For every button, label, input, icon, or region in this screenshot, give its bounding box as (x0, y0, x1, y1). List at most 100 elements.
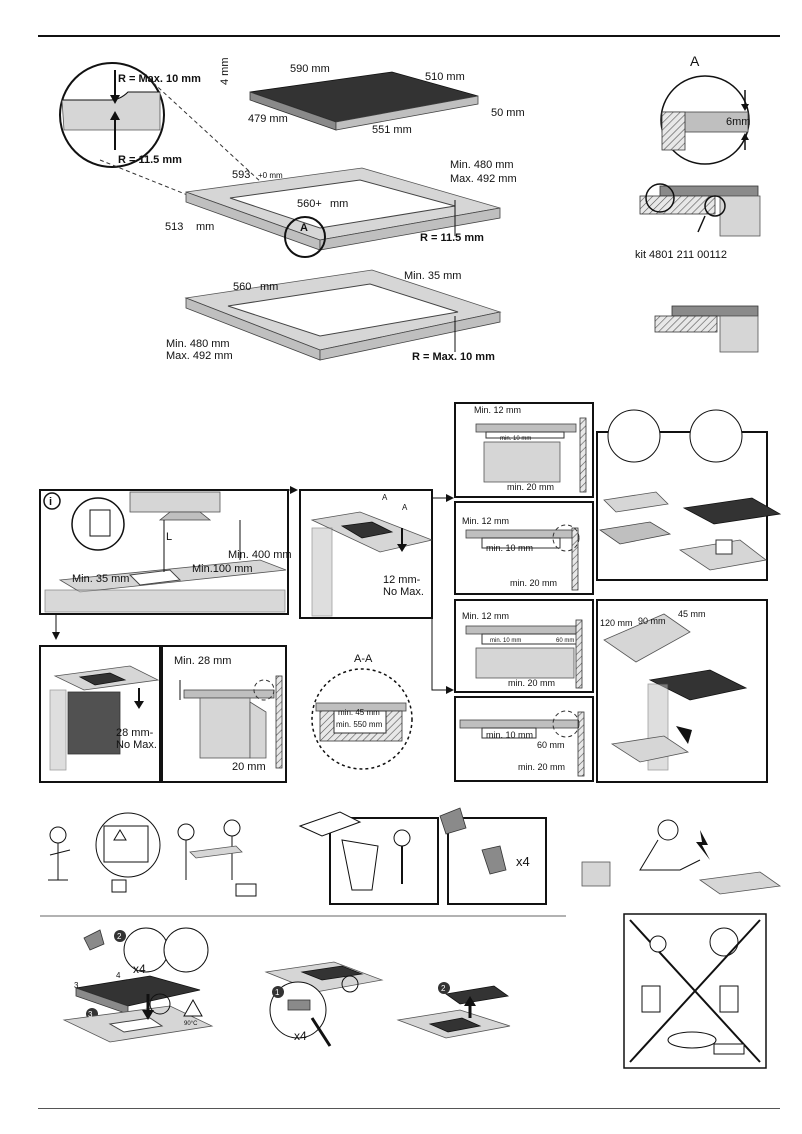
step-1-label: 1 (275, 988, 280, 997)
oven-panel (39, 645, 161, 783)
side-detail-circle (660, 75, 750, 165)
p2-min10: min. 10 mm (486, 543, 533, 553)
installation-panel-4 (454, 696, 594, 782)
p4-min10: min. 10 mm (486, 730, 533, 740)
min-480: Min. 480 mm (450, 159, 514, 171)
step-lift-hob (396, 982, 511, 1039)
section-a1: A (382, 493, 388, 502)
cutout-depth-tol: mm (196, 221, 214, 233)
p1-min12: Min. 12 mm (474, 405, 521, 415)
cutout-inner-tol: mm (330, 198, 348, 210)
min-550: min. 550 mm (336, 720, 383, 729)
cutout-width-tol: +0 mm (258, 171, 283, 180)
corner-radius: R = 11.5 mm (420, 232, 484, 244)
oven-section-panel (161, 645, 287, 783)
step-3-label: 3 (88, 1010, 93, 1019)
temp-label: 90°C (184, 1021, 198, 1027)
hob-depth-label: 4 mm (219, 58, 231, 86)
p3-min20: min. 20 mm (508, 678, 555, 688)
side-profile-2 (654, 305, 759, 353)
oven-section (179, 675, 283, 769)
no-max-1: No Max. (383, 586, 424, 598)
warning-box (623, 913, 767, 1069)
hob-width-bottom: 479 mm (248, 113, 288, 125)
detail-a-bottom-label: R = 11.5 mm (118, 154, 182, 166)
clips-x4: x4 (516, 854, 530, 869)
cutout-inner: 560+ (297, 198, 322, 210)
hob-height: 50 mm (491, 107, 525, 119)
frame-radius: R = Max. 10 mm (412, 351, 495, 363)
screw-x4: x4 (294, 1029, 307, 1043)
p1-min20: min. 20 mm (507, 482, 554, 492)
kit-code: kit 4801 211 00112 (635, 249, 727, 261)
dim-120: 120 mm (600, 618, 633, 628)
p3-min12: Min. 12 mm (462, 611, 509, 621)
dim-45: 45 mm (678, 609, 706, 619)
p2-min12: Min. 12 mm (462, 516, 509, 526)
aa-circle (311, 668, 413, 770)
p3-min10: min. 10 mm (490, 638, 521, 644)
dim-90: 90 mm (638, 616, 666, 626)
hob-depth-right: 510 mm (425, 71, 465, 83)
assembly-scene-bottom (596, 599, 768, 783)
read-manual-figure (48, 812, 161, 893)
range-28: 28 mm- (116, 727, 154, 739)
p4-min20: min. 20 mm (518, 762, 565, 772)
frame-min-35: Min. 35 mm (404, 270, 461, 282)
label-l: L (166, 531, 172, 543)
electrician-figure (581, 819, 782, 895)
kitchen-scene (44, 491, 287, 613)
range-12: 12 mm- (383, 574, 421, 586)
top-rule (38, 35, 780, 37)
frame-width: 560 (233, 281, 251, 293)
min-45: min. 45 mm (338, 708, 380, 717)
assembly-scene-top (596, 409, 782, 581)
detail-a-top-label: R = Max. 10 mm (118, 73, 201, 85)
side-a-label: A (690, 53, 700, 69)
num-3: 3 (74, 981, 79, 990)
p2-min20: min. 20 mm (510, 578, 557, 588)
installation-panel-1 (454, 402, 594, 498)
no-max-2: No Max. (116, 739, 157, 751)
oven-scene (49, 665, 160, 771)
section-a2: A (402, 503, 408, 512)
dim-20: 20 mm (232, 761, 266, 773)
min-28: Min. 28 mm (174, 655, 231, 667)
p4-60: 60 mm (537, 740, 565, 750)
aa-title: A-A (354, 653, 373, 665)
frame-max-492: Max. 492 mm (166, 350, 233, 362)
tools-box (329, 817, 439, 905)
step-2-label: 2 (117, 932, 122, 941)
two-installers-figure (177, 819, 257, 897)
min-400: Min. 400 mm (228, 549, 292, 561)
clips-box (447, 817, 547, 905)
frame-width-tol: mm (260, 281, 278, 293)
max-492: Max. 492 mm (450, 173, 517, 185)
step-x4: x4 (133, 962, 146, 976)
tools (298, 811, 411, 891)
num-4: 4 (116, 971, 121, 980)
min-100: Min.100 mm (192, 563, 253, 575)
kitchen-overview-panel (39, 489, 289, 615)
info-icon: i (49, 496, 52, 508)
min-35: Min. 35 mm (72, 573, 129, 585)
detail-a-circle (59, 62, 165, 168)
cutout-depth: 513 (165, 221, 183, 233)
step-2b-label: 2 (441, 984, 446, 993)
p1-min10: min. 10 mm (500, 436, 531, 442)
clips (439, 807, 507, 875)
counter-scene (310, 511, 434, 617)
p3-60: 60 mm (556, 638, 574, 644)
frame-min-480: Min. 480 mm (166, 338, 230, 350)
side-6mm: 6mm (726, 116, 750, 128)
marker-a: A (300, 222, 308, 234)
installation-panel-2 (454, 501, 594, 595)
side-profile (639, 183, 761, 237)
cutout-width: 593 (232, 169, 250, 181)
bottom-rule (38, 1108, 780, 1109)
installation-panel-3 (454, 599, 594, 693)
marker-a-circle (284, 216, 326, 258)
step-clip-install (62, 927, 214, 1043)
hob-width-top: 590 mm (290, 63, 330, 75)
hob-inner-width: 551 mm (372, 124, 412, 136)
